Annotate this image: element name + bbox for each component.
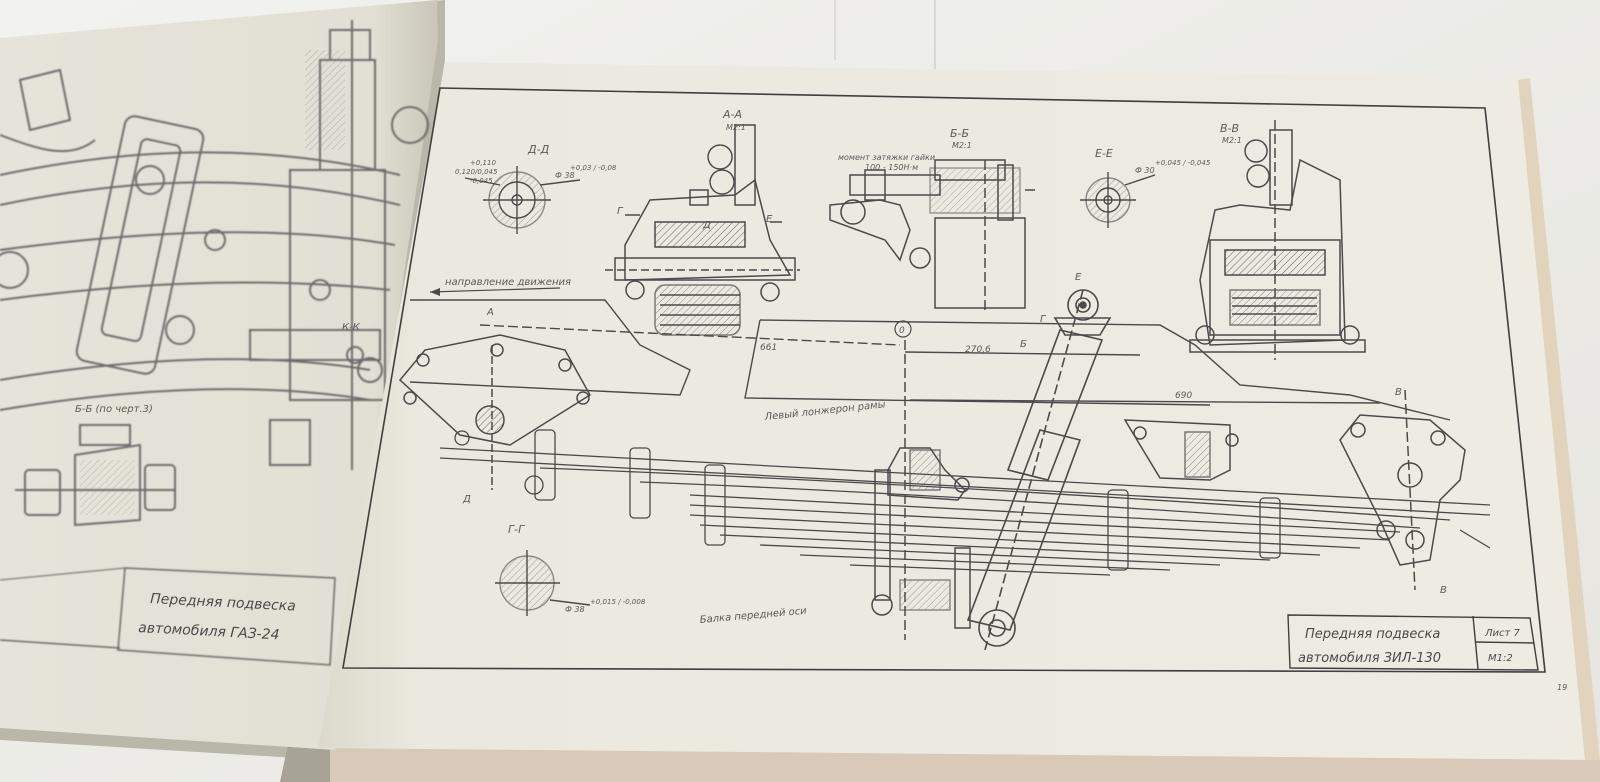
page-number: 19 <box>1557 683 1567 692</box>
section-b-b <box>829 159 1035 310</box>
left-title-line2: автомобиля ГАЗ-24 <box>138 620 280 643</box>
right-page: А-А М2:1 Г Е Д Д-Д +0,110 0,120/0,045 -0… <box>318 62 1600 760</box>
section-b-b-scale: М2:1 <box>952 141 972 150</box>
section-b-b-label: Б-Б <box>950 127 969 140</box>
leaf-spring <box>439 429 1491 576</box>
section-a-a-label: А-А <box>722 108 742 121</box>
section-d-d <box>464 166 581 234</box>
b-b-torque-value: 100 - 150Н·м <box>865 163 918 172</box>
direction-label: направление движения <box>445 277 571 288</box>
marker-v-bottom: В <box>1440 585 1447 596</box>
e-e-diameter-tol: +0,045 / -0,045 <box>1155 159 1211 167</box>
section-a-a-scale: М2:1 <box>726 123 746 132</box>
section-g-g-label: Г-Г <box>508 523 525 536</box>
d-d-diameter-tol: +0,03 / -0,08 <box>570 164 617 172</box>
section-v-v-scale: М2:1 <box>1222 136 1242 145</box>
left-side-label: К-К <box>342 322 361 333</box>
section-d-d-label: Д-Д <box>527 143 550 156</box>
title-block <box>1287 614 1539 671</box>
d-d-fit-mid: 0,120/0,045 <box>455 168 498 176</box>
marker-v-top: В <box>1395 387 1402 398</box>
section-e-e-label: Е-Е <box>1095 147 1113 160</box>
sheet-number: Лист 7 <box>1484 628 1521 639</box>
marker-e-a: Е <box>766 214 773 225</box>
section-a-a <box>605 124 800 336</box>
title-line1: Передняя подвеска <box>1305 627 1440 642</box>
zero-marker: 0 <box>899 326 905 336</box>
left-page: Б-Б (по черт.3) К-К Передняя подвеска ав… <box>0 0 438 750</box>
dim-661: 661 <box>760 343 777 353</box>
dim-690: 690 <box>1175 391 1192 401</box>
marker-g-top: Г <box>1040 314 1047 325</box>
marker-b-right: Б <box>1020 339 1027 350</box>
frame-rail <box>409 299 1451 421</box>
section-e-e <box>1080 172 1156 228</box>
left-title-block <box>0 567 336 666</box>
marker-d-a: Д <box>702 220 711 231</box>
d-d-fit-bot: -0,045 <box>470 177 493 185</box>
e-e-diameter: Ф 30 <box>1135 166 1155 175</box>
d-d-fit-top: +0,110 <box>470 159 496 167</box>
left-title-line1: Передняя подвеска <box>150 591 296 615</box>
g-g-diameter-tol: +0,015 / -0,008 <box>590 598 646 606</box>
d-d-diameter: Ф 38 <box>555 171 575 180</box>
shock-absorber <box>966 289 1112 651</box>
rear-shackle <box>1339 389 1466 591</box>
page-stack-edge <box>300 745 1600 782</box>
left-section-label: Б-Б (по черт.3) <box>75 404 153 415</box>
title-line2: автомобиля ЗИЛ-130 <box>1298 651 1441 666</box>
section-g-g <box>495 550 591 616</box>
drawing-frame <box>342 87 1546 673</box>
section-v-v-label: В-В <box>1220 122 1239 135</box>
marker-a-top: А <box>486 307 494 318</box>
sheet-scale: М1:2 <box>1488 653 1513 664</box>
dim-270-6: 270,6 <box>965 345 991 355</box>
marker-d-bottom: Д <box>462 494 471 505</box>
b-b-torque-note: момент затяжки гайки <box>838 153 935 162</box>
marker-g-a: Г <box>617 206 624 217</box>
section-v-v <box>1189 120 1366 360</box>
axle-clamp <box>871 340 1239 640</box>
g-g-diameter: Ф 38 <box>565 605 585 614</box>
marker-e-top: Е <box>1075 272 1082 283</box>
